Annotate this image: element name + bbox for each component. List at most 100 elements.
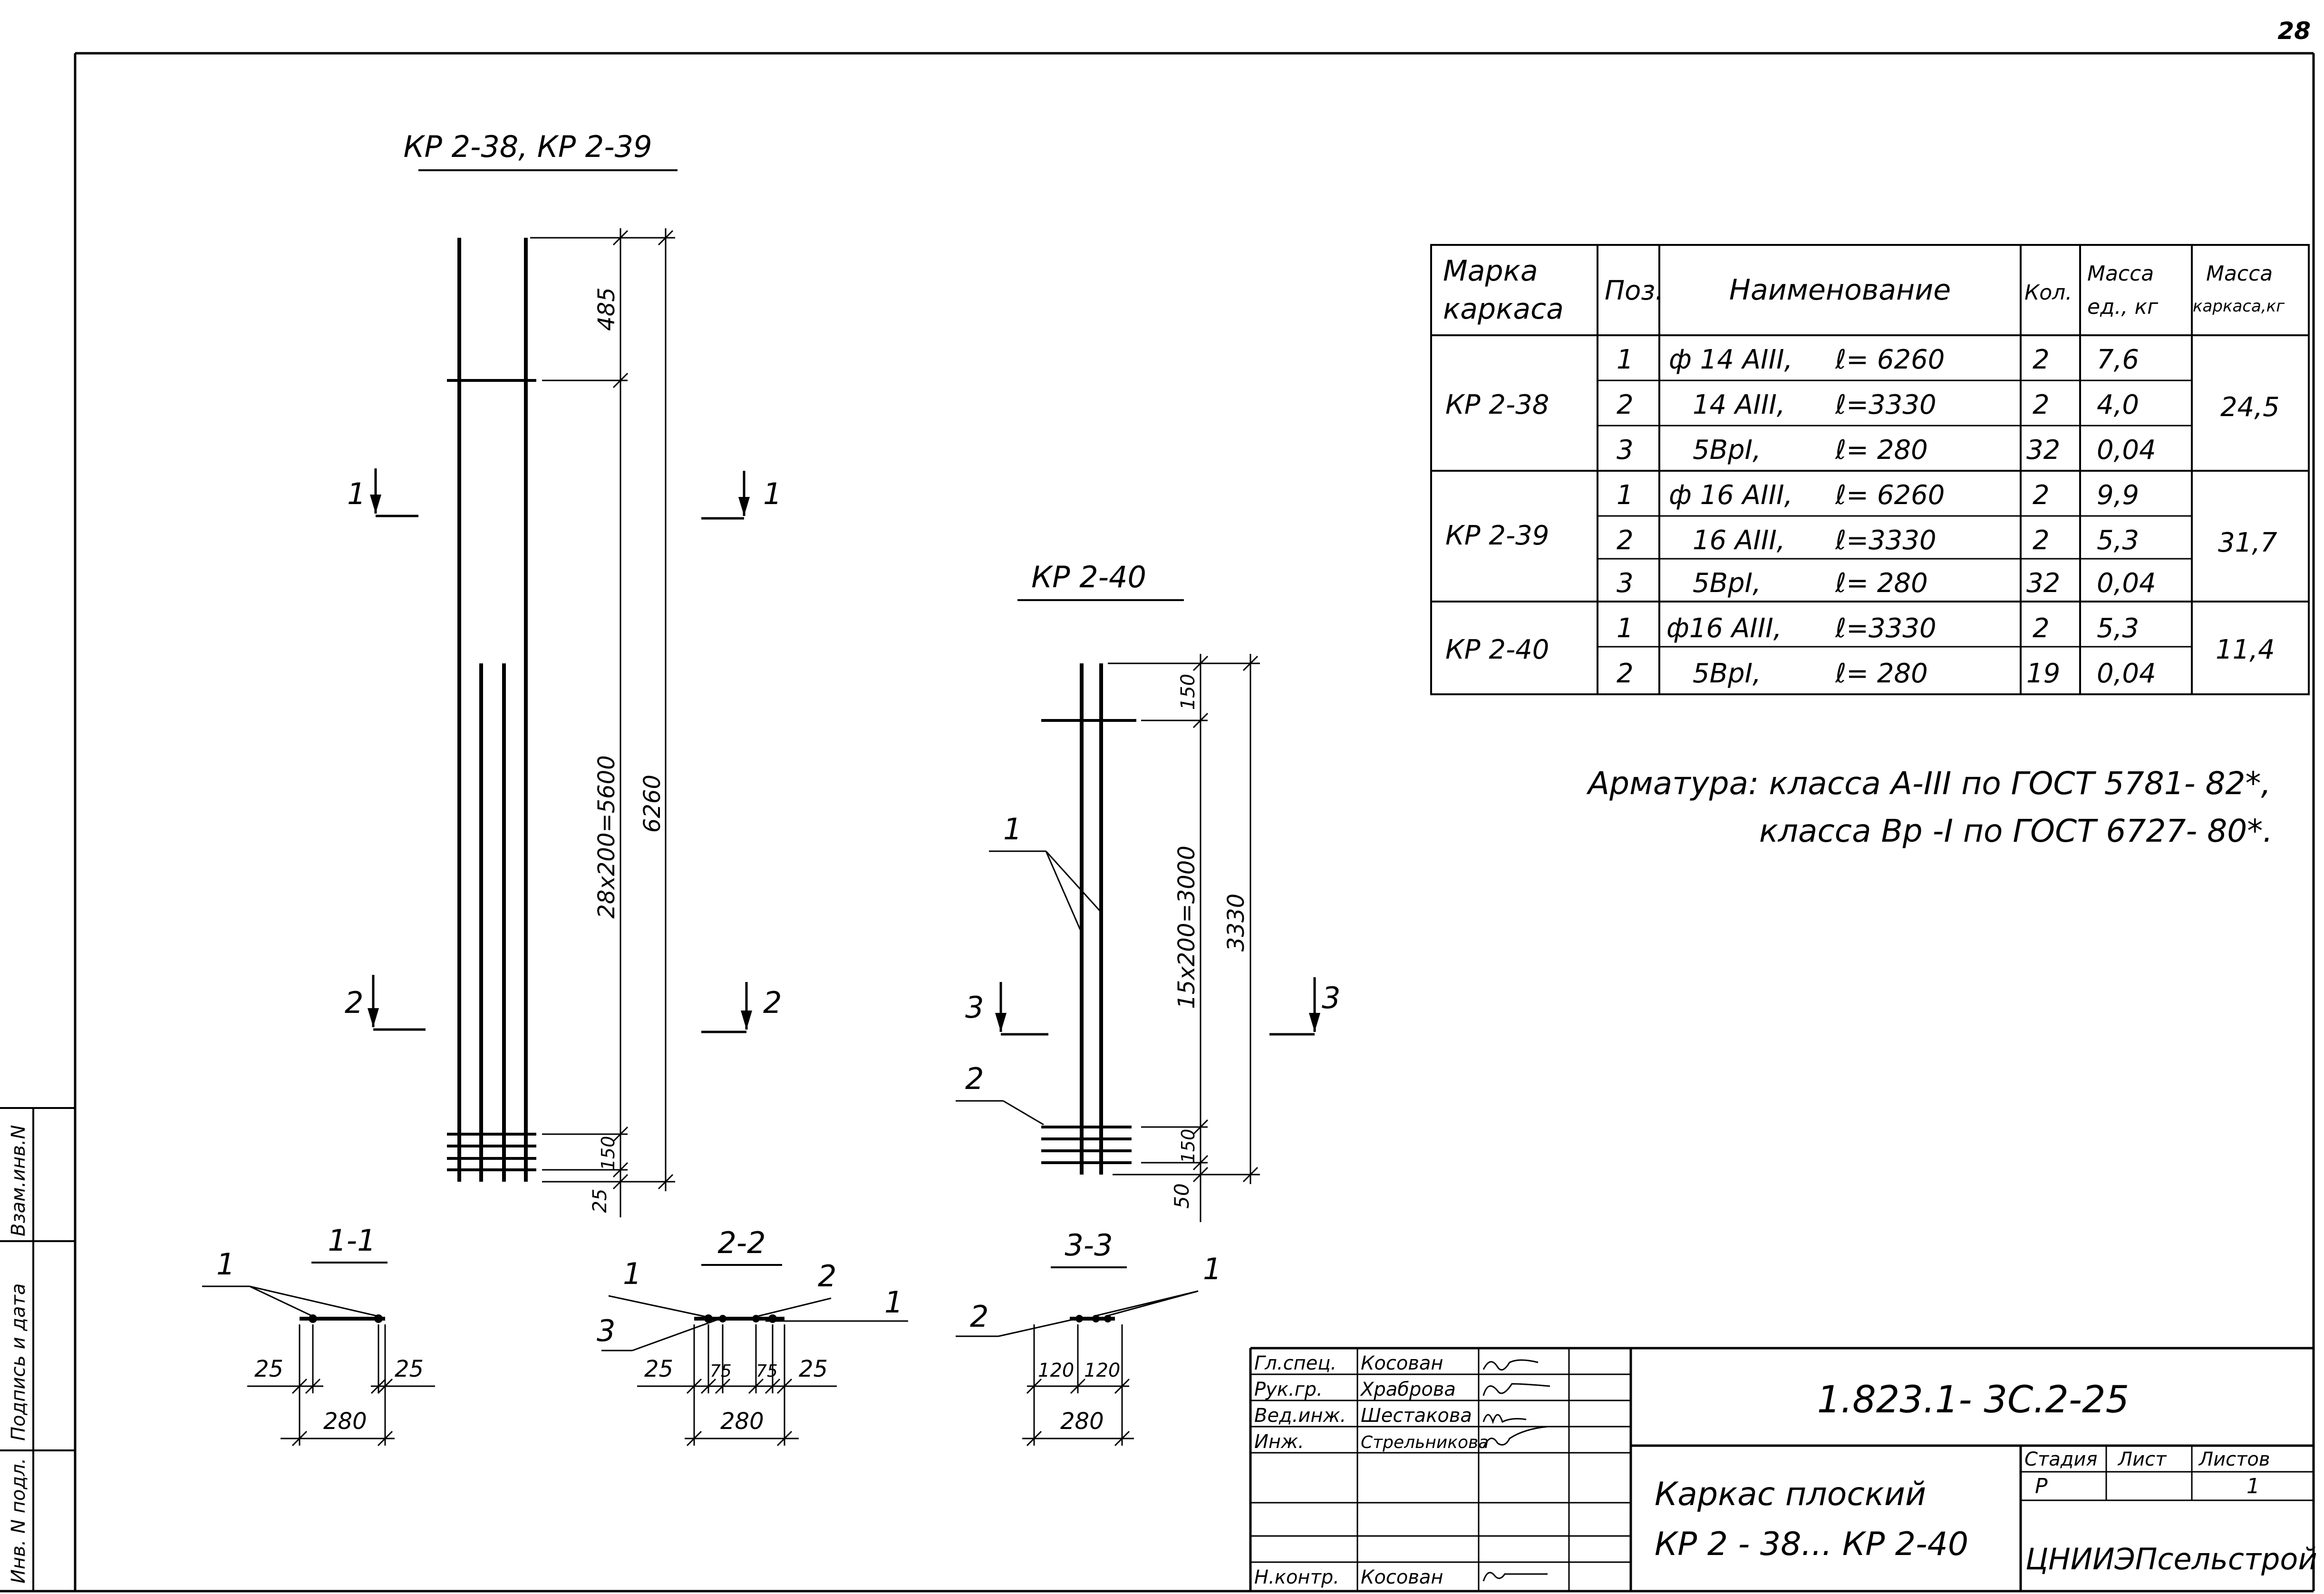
dimension-15x200: 15х200=3000 <box>1173 846 1200 1009</box>
table-row: 3 5ВрI, ℓ= 280 32 0,04 <box>1617 568 2156 599</box>
svg-text:25: 25 <box>799 1356 828 1382</box>
header-mass-unit: Масса <box>2087 262 2154 286</box>
svg-text:280: 280 <box>720 1408 764 1435</box>
svg-text:0,04: 0,04 <box>2097 658 2156 689</box>
header-mass-unit-2: ед., кг <box>2087 295 2159 319</box>
svg-text:25: 25 <box>395 1356 424 1382</box>
drawing-title-kr2-40: КР 2-40 <box>1031 560 1146 594</box>
svg-text:Гл.спец.: Гл.спец. <box>1254 1352 1336 1374</box>
group-total: 11,4 <box>2216 634 2275 665</box>
svg-text:ℓ=3330: ℓ=3330 <box>1835 389 1937 420</box>
svg-text:0,04: 0,04 <box>2097 435 2156 466</box>
header-pos: Поз. <box>1605 275 1664 306</box>
table-row: 2 16 АIII, ℓ=3330 2 5,3 <box>1617 525 2139 556</box>
svg-text:2: 2 <box>1617 389 1634 420</box>
header-mark-2: каркаса <box>1443 292 1564 326</box>
dimension-3330: 3330 <box>1223 894 1249 952</box>
svg-text:1: 1 <box>1203 1252 1221 1286</box>
svg-text:14 АIII,: 14 АIII, <box>1693 389 1785 420</box>
group-total: 31,7 <box>2218 527 2277 558</box>
svg-text:19: 19 <box>2026 658 2060 689</box>
dimension-50: 50 <box>1170 1183 1193 1208</box>
svg-text:Стрельникова: Стрельникова <box>1361 1433 1489 1452</box>
section-callout-1: 1 <box>216 1247 235 1282</box>
section-mark-1-left: 1 <box>347 468 418 517</box>
svg-text:1: 1 <box>763 476 782 511</box>
svg-text:ф 14 АIII,: ф 14 АIII, <box>1669 344 1792 375</box>
svg-text:5,3: 5,3 <box>2097 613 2139 644</box>
svg-text:2: 2 <box>2033 480 2050 511</box>
svg-text:2: 2 <box>818 1259 836 1293</box>
note-line-2: класса Вр -I по ГОСТ 6727- 80*. <box>1759 813 2273 849</box>
side-stamp: Инв. N подл. Подпись и дата Взам.инв.N <box>0 1107 75 1591</box>
svg-text:75: 75 <box>710 1361 732 1381</box>
section-mark-3-left: 3 <box>965 982 1048 1036</box>
longitudinal-bars <box>457 238 528 1182</box>
svg-text:9,9: 9,9 <box>2097 480 2139 511</box>
signature-row: Вед.инж. Шестакова <box>1254 1405 1527 1427</box>
section-mark-1-right: 1 <box>701 471 782 520</box>
svg-text:ℓ=3330: ℓ=3330 <box>1835 613 1937 644</box>
svg-text:25: 25 <box>254 1356 283 1382</box>
svg-text:Вед.инж.: Вед.инж. <box>1254 1405 1346 1427</box>
svg-text:3: 3 <box>1617 435 1634 466</box>
header-mass-frame: Масса <box>2206 262 2273 286</box>
section-2-2: 2-2 1 2 1 3 <box>597 1225 908 1447</box>
title-block: Гл.спец. Косован Рук.гр. Храброва Вед.ин… <box>1249 1347 2317 1591</box>
svg-text:2: 2 <box>2033 613 2050 644</box>
transverse-bars-bottom <box>1041 1126 1132 1164</box>
section-3-3: 3-3 2 1 120 120 280 <box>956 1228 1221 1447</box>
svg-text:2: 2 <box>1617 525 1634 556</box>
longitudinal-bars <box>1080 663 1103 1175</box>
svg-text:3: 3 <box>965 990 984 1025</box>
dimension-150-top: 150 <box>1177 674 1199 710</box>
svg-text:2: 2 <box>970 1299 988 1334</box>
side-stamp-inv-podl: Инв. N подл. <box>8 1458 29 1584</box>
dimension-28x200: 28х200=5600 <box>593 755 620 918</box>
signature-row: Инж. Стрельникова <box>1254 1426 1548 1453</box>
svg-text:ℓ= 280: ℓ= 280 <box>1835 568 1928 599</box>
reinforcement-note: Арматура: класса А-III по ГОСТ 5781- 82*… <box>1586 765 2273 849</box>
svg-text:75: 75 <box>756 1361 778 1381</box>
group-total: 24,5 <box>2220 392 2280 423</box>
callout-2: 2 <box>956 1061 1044 1126</box>
drawing-kr2-38-39: КР 2-38, КР 2-39 <box>345 129 782 1217</box>
svg-text:5ВрI,: 5ВрI, <box>1693 658 1761 689</box>
dimension-6260: 6260 <box>639 775 666 833</box>
section-mark-2-left: 2 <box>345 975 426 1031</box>
svg-text:32: 32 <box>2026 435 2060 466</box>
signature-row: Рук.гр. Храброва <box>1254 1379 1550 1400</box>
svg-text:Рук.гр.: Рук.гр. <box>1254 1379 1323 1400</box>
group-mark: КР 2-39 <box>1445 520 1549 551</box>
side-stamp-vzam-inv: Взам.инв.N <box>8 1125 29 1236</box>
table-row: 1 ф16 АIII, ℓ=3330 2 5,3 <box>1617 613 2139 644</box>
svg-text:Косован: Косован <box>1361 1352 1443 1374</box>
section-mark-2-right: 2 <box>701 982 782 1033</box>
signature-row: Н.контр. Косован <box>1254 1566 1548 1588</box>
svg-text:Косован: Косован <box>1361 1566 1443 1588</box>
specification-table: Марка каркаса Поз. Наименование Кол. Мас… <box>1430 244 2310 695</box>
svg-text:1: 1 <box>884 1285 903 1320</box>
svg-text:Н.контр.: Н.контр. <box>1254 1566 1339 1588</box>
section-1-1: 1-1 1 25 25 280 <box>202 1223 435 1447</box>
sheets-value: 1 <box>2247 1474 2260 1498</box>
svg-text:ф16 АIII,: ф16 АIII, <box>1666 613 1782 644</box>
dimension-150: 150 <box>598 1136 619 1171</box>
svg-text:2: 2 <box>345 985 363 1020</box>
sheet-label: Лист <box>2117 1448 2167 1470</box>
organization: ЦНИИЭПсельстрой <box>2025 1542 2317 1576</box>
svg-text:3: 3 <box>1617 568 1634 599</box>
section-mark-3-right: 3 <box>1269 977 1340 1036</box>
table-row: 3 5ВрI, ℓ= 280 32 0,04 <box>1617 435 2156 466</box>
dimension-485: 485 <box>593 287 620 331</box>
svg-text:3: 3 <box>1322 981 1340 1015</box>
svg-text:1: 1 <box>1617 480 1634 511</box>
table-row: 2 14 АIII, ℓ=3330 2 4,0 <box>1617 389 2139 420</box>
svg-text:1: 1 <box>1617 344 1634 375</box>
svg-text:2: 2 <box>965 1061 984 1096</box>
svg-text:ℓ= 6260: ℓ= 6260 <box>1835 344 1945 375</box>
svg-text:ℓ= 280: ℓ= 280 <box>1835 658 1928 689</box>
note-line-1: Арматура: класса А-III по ГОСТ 5781- 82*… <box>1586 765 2271 802</box>
svg-text:ℓ= 6260: ℓ= 6260 <box>1835 480 1945 511</box>
svg-text:5ВрI,: 5ВрI, <box>1693 568 1761 599</box>
